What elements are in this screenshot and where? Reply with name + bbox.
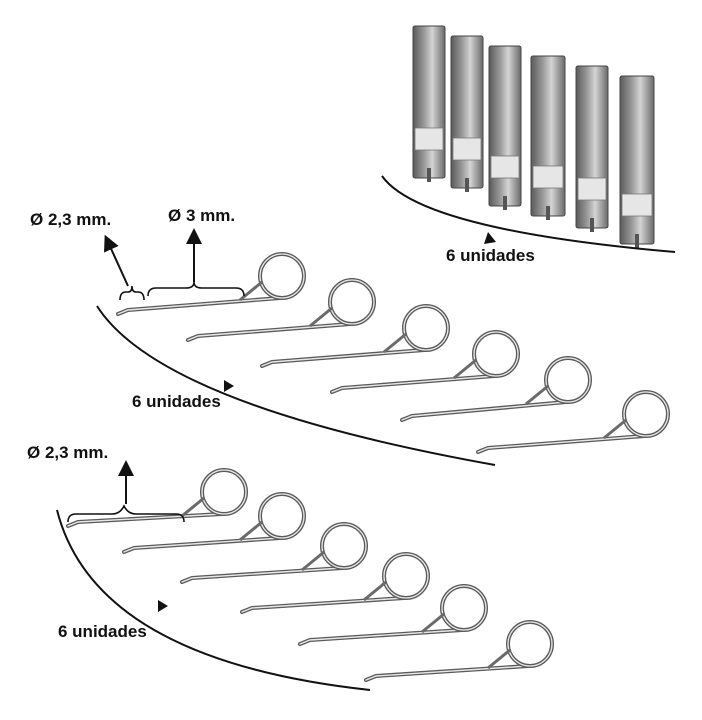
top-group-arrow-icon xyxy=(484,232,496,244)
bottom-group-arrow-icon xyxy=(158,600,168,612)
cotter-pin xyxy=(116,252,306,316)
middle-group-count-label: 6 unidades xyxy=(132,392,221,411)
cotter-pin xyxy=(122,492,306,554)
middle-group-arc xyxy=(96,305,496,466)
cotter-pin xyxy=(180,522,368,584)
cotter-pin xyxy=(260,304,450,368)
metal-clip xyxy=(530,55,566,220)
cotter-pin xyxy=(240,552,430,614)
metal-clip xyxy=(450,35,484,192)
cotter-pin xyxy=(330,330,520,394)
cotter-pin xyxy=(364,620,554,682)
bottom-dim-small-label: Ø 2,3 mm. xyxy=(27,443,109,462)
middle-dim-large-label: Ø 3 mm. xyxy=(168,206,236,225)
bottom-group-arc xyxy=(56,509,371,691)
metal-clip xyxy=(619,75,655,248)
bottom-pins-group xyxy=(66,468,554,682)
cotter-pin xyxy=(400,356,592,422)
cotter-pin xyxy=(66,468,248,528)
middle-brace-small xyxy=(119,285,145,301)
middle-arrow-small-icon xyxy=(104,234,129,287)
middle-group-arrow-icon xyxy=(224,380,234,392)
metal-clip xyxy=(488,45,522,210)
middle-pins-group xyxy=(116,252,670,454)
cotter-pin xyxy=(476,390,670,454)
bottom-group-count-label: 6 unidades xyxy=(58,622,147,641)
top-group-count-label: 6 unidades xyxy=(446,246,535,265)
metal-clip xyxy=(412,25,446,182)
metal-clip xyxy=(575,65,609,232)
cotter-pin xyxy=(298,584,488,646)
top-group-arc xyxy=(381,175,676,253)
bottom-brace xyxy=(67,504,185,523)
cotter-pin xyxy=(186,278,376,342)
middle-brace-large xyxy=(147,281,245,297)
metal-clips-group xyxy=(412,25,655,248)
middle-dim-small-label: Ø 2,3 mm. xyxy=(30,210,112,229)
